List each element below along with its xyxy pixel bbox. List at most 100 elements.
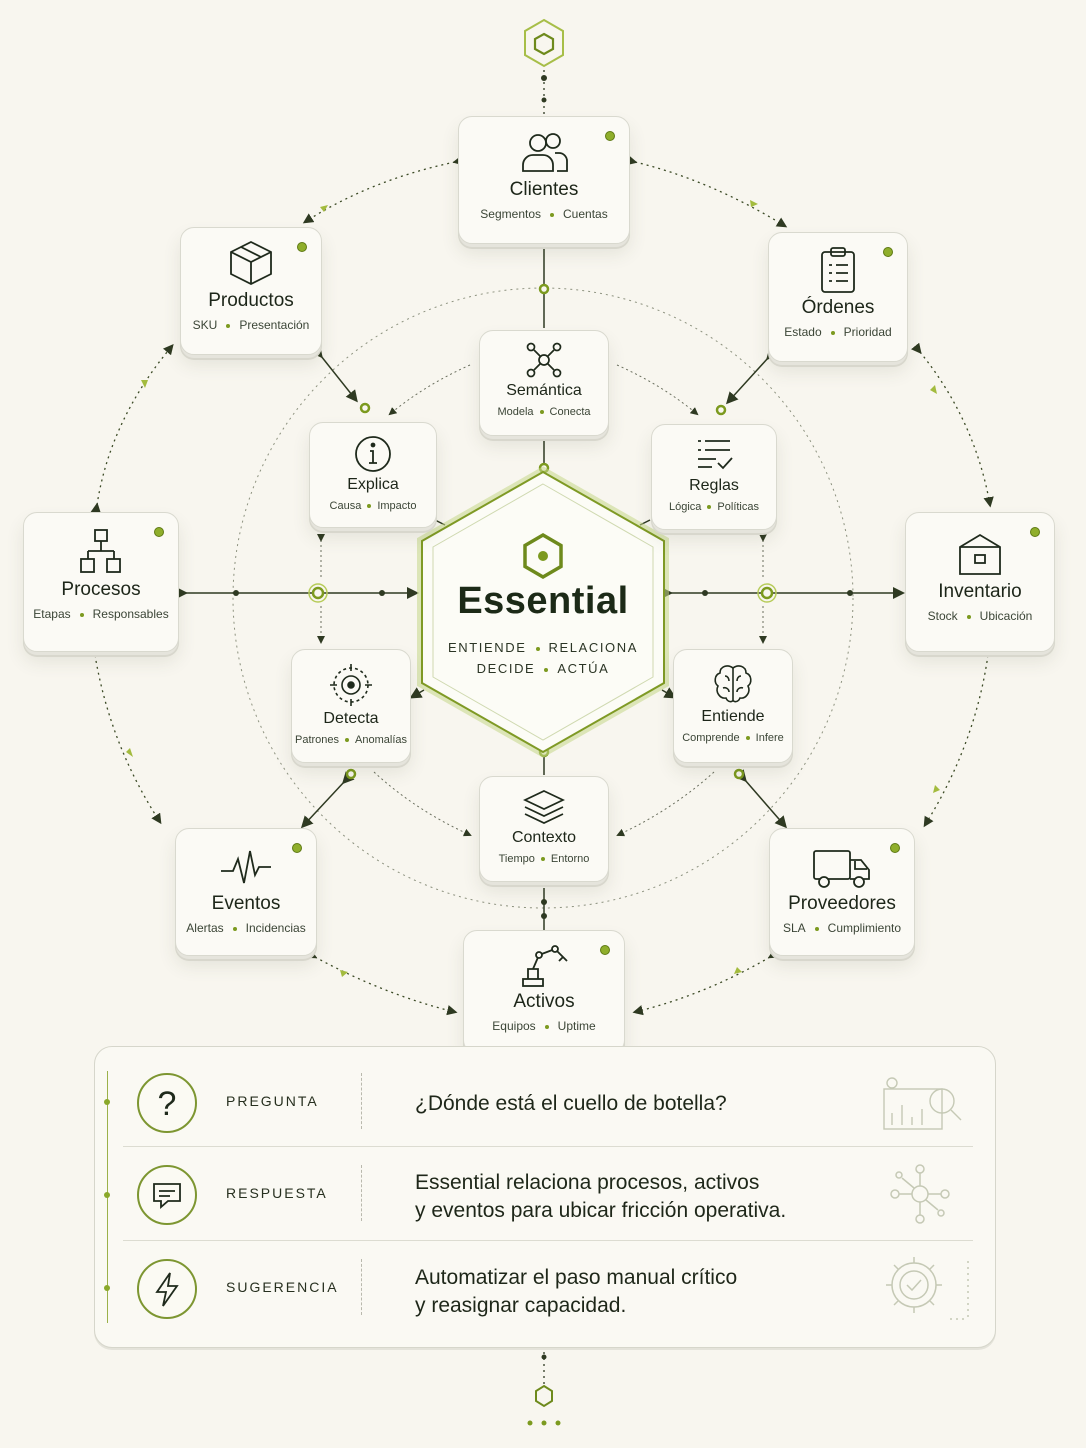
node-tag: Conecta bbox=[549, 406, 591, 418]
question-icon: ? bbox=[137, 1073, 197, 1133]
node-title: Órdenes bbox=[801, 297, 875, 318]
node-title: Inventario bbox=[938, 581, 1022, 602]
node-title: Detecta bbox=[323, 710, 379, 727]
hub-capability: DECIDE bbox=[476, 661, 536, 676]
hierarchy-icon bbox=[80, 529, 121, 573]
node-tag: Causa bbox=[329, 500, 362, 512]
node-tag: Incidencias bbox=[245, 921, 306, 935]
hub-capability: ACTÚA bbox=[557, 661, 610, 676]
users-icon bbox=[522, 133, 568, 172]
status-dot bbox=[600, 945, 610, 955]
hub-hexagon-icon bbox=[523, 532, 563, 580]
top-hexagon-icon bbox=[524, 18, 564, 68]
network-icon bbox=[526, 342, 562, 378]
node-tag: Cuentas bbox=[563, 207, 608, 221]
node-title: Explica bbox=[347, 476, 399, 493]
row-kind: RESPUESTA bbox=[226, 1185, 328, 1201]
gear-check-icon bbox=[886, 1257, 969, 1320]
hub-capabilities-2: DECIDE ACTÚA bbox=[418, 661, 668, 676]
layers-icon bbox=[523, 790, 565, 824]
node-tag: Estado bbox=[784, 325, 822, 339]
node-procesos[interactable]: Procesos Etapas Responsables bbox=[23, 512, 179, 652]
node-tag: Ubicación bbox=[979, 609, 1033, 623]
node-tag: Anomalías bbox=[355, 734, 407, 746]
status-dot bbox=[154, 527, 164, 537]
network-icon bbox=[890, 1164, 950, 1224]
hub-capability: ENTIENDE bbox=[447, 640, 527, 655]
node-title: Eventos bbox=[211, 893, 281, 914]
node-tag: Stock bbox=[927, 609, 958, 623]
node-title: Clientes bbox=[509, 179, 579, 200]
node-tag: Alertas bbox=[186, 921, 224, 935]
info-icon bbox=[355, 436, 391, 472]
hub-title: Essential bbox=[457, 580, 629, 622]
row-text-line: Essential relaciona procesos, activos bbox=[415, 1171, 760, 1194]
bolt-icon bbox=[137, 1259, 197, 1319]
node-productos[interactable]: Productos SKU Presentación bbox=[180, 227, 322, 355]
hub-capabilities-1: ENTIENDE RELACIONA bbox=[418, 640, 668, 655]
node-tag: SLA bbox=[782, 921, 806, 935]
node-tag: Entorno bbox=[550, 853, 590, 865]
clipboard-icon bbox=[821, 247, 855, 293]
node-tag: Lógica bbox=[669, 501, 702, 513]
node-tag: Etapas bbox=[33, 607, 71, 621]
node-tag: Responsables bbox=[92, 607, 169, 621]
node-tags: Estado Prioridad bbox=[769, 325, 907, 339]
node-tags: Modela Conecta bbox=[480, 406, 608, 418]
row-pregunta[interactable]: ? PREGUNTA ¿Dónde está el cuello de bote… bbox=[95, 1057, 995, 1149]
target-icon bbox=[330, 664, 372, 706]
node-title: Reglas bbox=[689, 477, 739, 494]
node-tag: Cumplimiento bbox=[827, 921, 902, 935]
box-icon bbox=[230, 240, 272, 286]
hub-capability: RELACIONA bbox=[548, 640, 639, 655]
node-eventos[interactable]: Eventos Alertas Incidencias bbox=[175, 828, 317, 956]
node-tag: Impacto bbox=[377, 500, 417, 512]
row-respuesta[interactable]: RESPUESTA Essential relaciona procesos, … bbox=[95, 1149, 995, 1241]
node-explica[interactable]: Explica Causa Impacto bbox=[309, 422, 437, 528]
chat-icon bbox=[137, 1165, 197, 1225]
node-tag: Prioridad bbox=[843, 325, 892, 339]
insight-panel: ? PREGUNTA ¿Dónde está el cuello de bote… bbox=[94, 1046, 996, 1348]
pulse-icon bbox=[221, 850, 271, 884]
node-tags: Alertas Incidencias bbox=[176, 921, 316, 935]
hub-hexagon bbox=[417, 466, 669, 758]
node-title: Entiende bbox=[701, 708, 765, 725]
row-text-line: y reasignar capacidad. bbox=[415, 1294, 627, 1317]
row-text-line: ¿Dónde está el cuello de botella? bbox=[415, 1092, 727, 1115]
node-tags: Etapas Responsables bbox=[24, 607, 178, 621]
node-tag: Uptime bbox=[557, 1019, 596, 1033]
status-dot bbox=[1030, 527, 1040, 537]
brain-icon bbox=[714, 665, 752, 703]
status-dot bbox=[883, 247, 893, 257]
status-dot bbox=[297, 242, 307, 252]
node-tag: Comprende bbox=[682, 732, 740, 744]
node-title: Procesos bbox=[61, 579, 141, 600]
node-title: Activos bbox=[513, 991, 575, 1012]
row-text-line: Automatizar el paso manual crítico bbox=[415, 1266, 738, 1289]
node-tag: Modela bbox=[497, 406, 534, 418]
node-inventario[interactable]: Inventario Stock Ubicación bbox=[905, 512, 1055, 652]
node-tag: SKU bbox=[192, 318, 218, 332]
row-kind: SUGERENCIA bbox=[226, 1279, 339, 1295]
row-sugerencia[interactable]: SUGERENCIA Automatizar el paso manual cr… bbox=[95, 1243, 995, 1335]
chart-search-icon bbox=[883, 1077, 962, 1130]
node-tag: Presentación bbox=[239, 318, 310, 332]
node-tags: Stock Ubicación bbox=[906, 609, 1054, 623]
hub[interactable]: Essential ENTIENDE RELACIONA DECIDE ACTÚA bbox=[418, 470, 668, 755]
node-ordenes[interactable]: Órdenes Estado Prioridad bbox=[768, 232, 908, 362]
node-title: Productos bbox=[208, 290, 294, 311]
